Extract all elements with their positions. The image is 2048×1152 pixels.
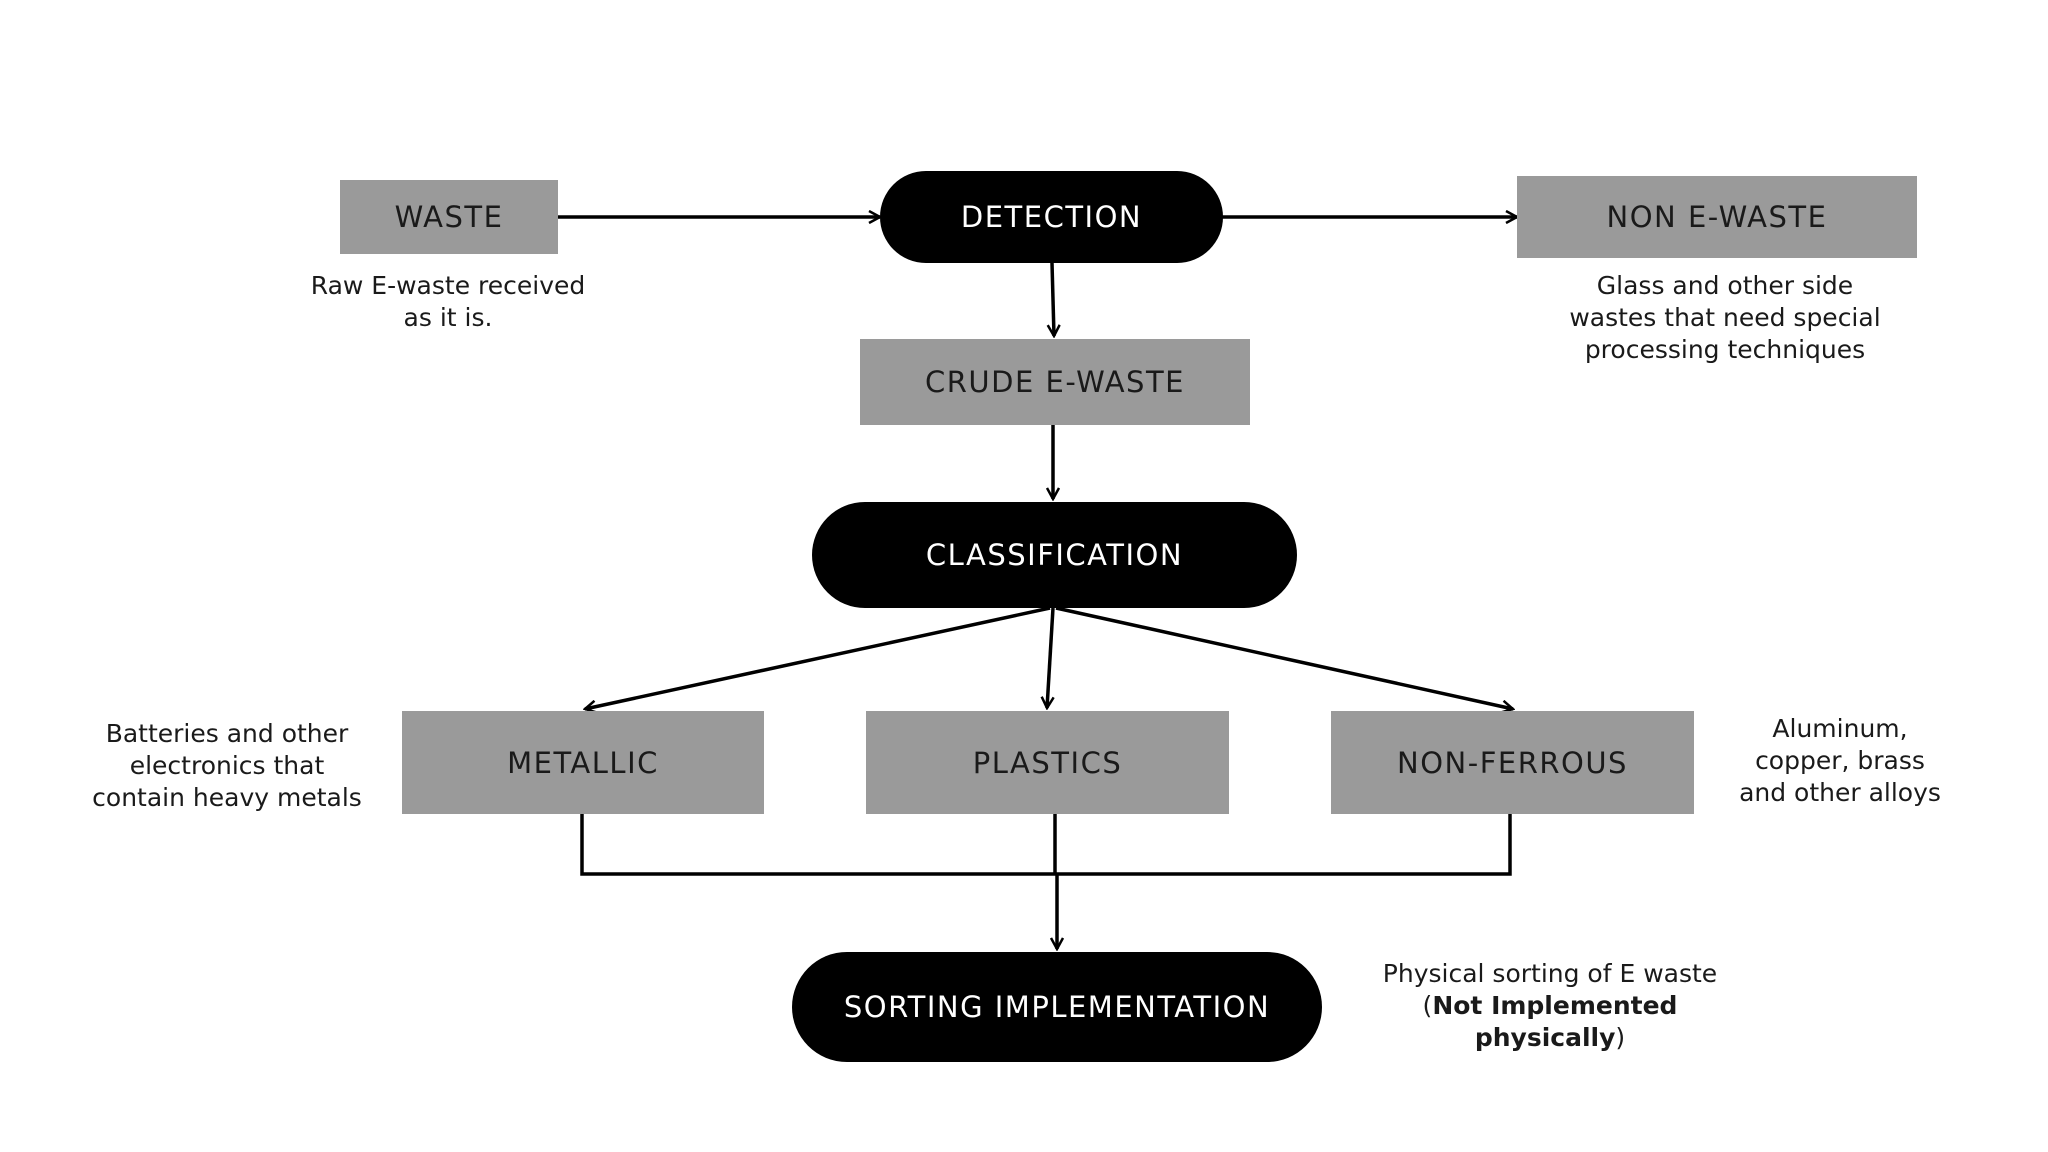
note-waste-line: as it is. bbox=[403, 303, 493, 332]
note-sorting-line3: physically) bbox=[1330, 1022, 1770, 1054]
node-crude-ewaste-label: CRUDE E-WASTE bbox=[925, 365, 1185, 399]
note-non-ewaste-line: processing techniques bbox=[1584, 335, 1866, 364]
node-non-ewaste: NON E-WASTE bbox=[1517, 176, 1917, 258]
note-non-ewaste-line: wastes that need special bbox=[1569, 303, 1881, 332]
arrow-classification-to-metallic bbox=[585, 606, 1051, 709]
node-sorting-label: SORTING IMPLEMENTATION bbox=[843, 990, 1271, 1024]
note-sorting-close-paren: ) bbox=[1615, 1023, 1626, 1052]
note-non-ferrous-line: Aluminum, bbox=[1772, 714, 1908, 743]
node-waste: WASTE bbox=[340, 180, 558, 254]
note-waste-line: Raw E-waste received bbox=[310, 271, 586, 300]
note-waste: Raw E-waste received as it is. bbox=[248, 270, 648, 334]
node-non-ferrous: NON-FERROUS bbox=[1331, 711, 1694, 814]
node-waste-label: WASTE bbox=[394, 200, 504, 234]
note-metallic: Batteries and other electronics that con… bbox=[50, 718, 404, 814]
node-classification-label: CLASSIFICATION bbox=[925, 538, 1184, 572]
node-classification: CLASSIFICATION bbox=[812, 502, 1297, 608]
arrow-detection-to-crude-ewaste bbox=[1052, 262, 1054, 336]
note-non-ewaste: Glass and other side wastes that need sp… bbox=[1515, 270, 1935, 366]
node-detection: DETECTION bbox=[880, 171, 1223, 263]
node-crude-ewaste: CRUDE E-WASTE bbox=[860, 339, 1250, 425]
note-non-ewaste-line: Glass and other side bbox=[1596, 271, 1854, 300]
note-non-ferrous: Aluminum, copper, brass and other alloys bbox=[1700, 713, 1980, 809]
arrow-classification-to-plastics bbox=[1047, 607, 1055, 708]
arrow-classification-to-non-ferrous bbox=[1055, 606, 1513, 709]
node-plastics: PLASTICS bbox=[866, 711, 1229, 814]
node-plastics-label: PLASTICS bbox=[972, 745, 1123, 780]
connector-outputs-merge bbox=[580, 814, 1512, 876]
note-sorting: Physical sorting of E waste (Not Impleme… bbox=[1330, 958, 1770, 1054]
node-non-ferrous-label: NON-FERROUS bbox=[1397, 745, 1628, 780]
note-metallic-line: electronics that bbox=[129, 751, 325, 780]
note-sorting-line1: Physical sorting of E waste bbox=[1382, 959, 1718, 988]
node-metallic-label: METALLIC bbox=[507, 745, 659, 780]
node-non-ewaste-label: NON E-WASTE bbox=[1606, 200, 1828, 234]
note-sorting-line2: (Not Implemented bbox=[1330, 990, 1770, 1022]
note-non-ferrous-line: and other alloys bbox=[1739, 778, 1941, 807]
note-sorting-bold-line2: Not Implemented bbox=[1432, 991, 1678, 1020]
node-sorting-implementation: SORTING IMPLEMENTATION bbox=[792, 952, 1322, 1062]
node-metallic: METALLIC bbox=[402, 711, 764, 814]
note-sorting-bold-line3: physically bbox=[1474, 1023, 1616, 1052]
note-metallic-line: contain heavy metals bbox=[92, 783, 362, 812]
note-sorting-open-paren: ( bbox=[1422, 991, 1433, 1020]
note-non-ferrous-line: copper, brass bbox=[1755, 746, 1925, 775]
note-metallic-line: Batteries and other bbox=[105, 719, 349, 748]
node-detection-label: DETECTION bbox=[960, 200, 1143, 234]
